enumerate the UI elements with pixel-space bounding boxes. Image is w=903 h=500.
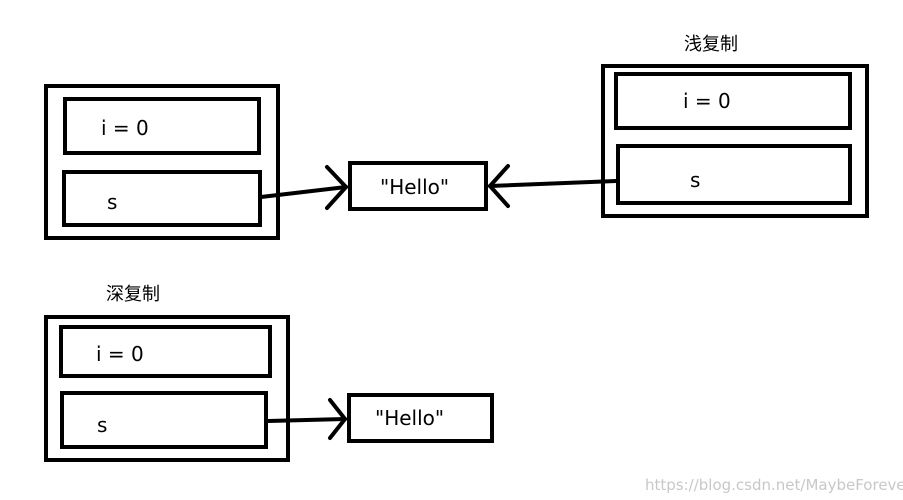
arrowhead-shallow — [488, 164, 510, 208]
deep-field-s-label: s — [97, 413, 108, 437]
deep-field-s — [60, 391, 268, 449]
arrow-shallow-to-hello — [488, 179, 618, 188]
arrowhead-deep — [328, 398, 347, 440]
shallow-field-s — [616, 144, 852, 205]
deep-field-i-label: i = 0 — [96, 342, 144, 366]
original-field-i-label: i = 0 — [101, 116, 149, 140]
arrowhead-original — [325, 165, 348, 210]
deep-hello-string — [347, 393, 494, 443]
watermark-text: https://blog.csdn.net/MaybeForever — [645, 476, 903, 494]
shallow-field-i-label: i = 0 — [683, 89, 731, 113]
original-field-s — [62, 170, 262, 227]
shared-hello-string — [348, 161, 488, 211]
deep-field-i — [59, 325, 272, 378]
original-field-s-label: s — [107, 190, 118, 214]
original-field-i — [63, 97, 261, 155]
shallow-field-i — [614, 72, 852, 130]
shallow-field-s-label: s — [690, 168, 701, 192]
shallow-copy-caption: 浅复制 — [684, 34, 738, 55]
deep-hello-label: "Hello" — [375, 406, 445, 430]
shared-hello-label: "Hello" — [380, 175, 450, 199]
deep-copy-caption: 深复制 — [106, 284, 160, 305]
